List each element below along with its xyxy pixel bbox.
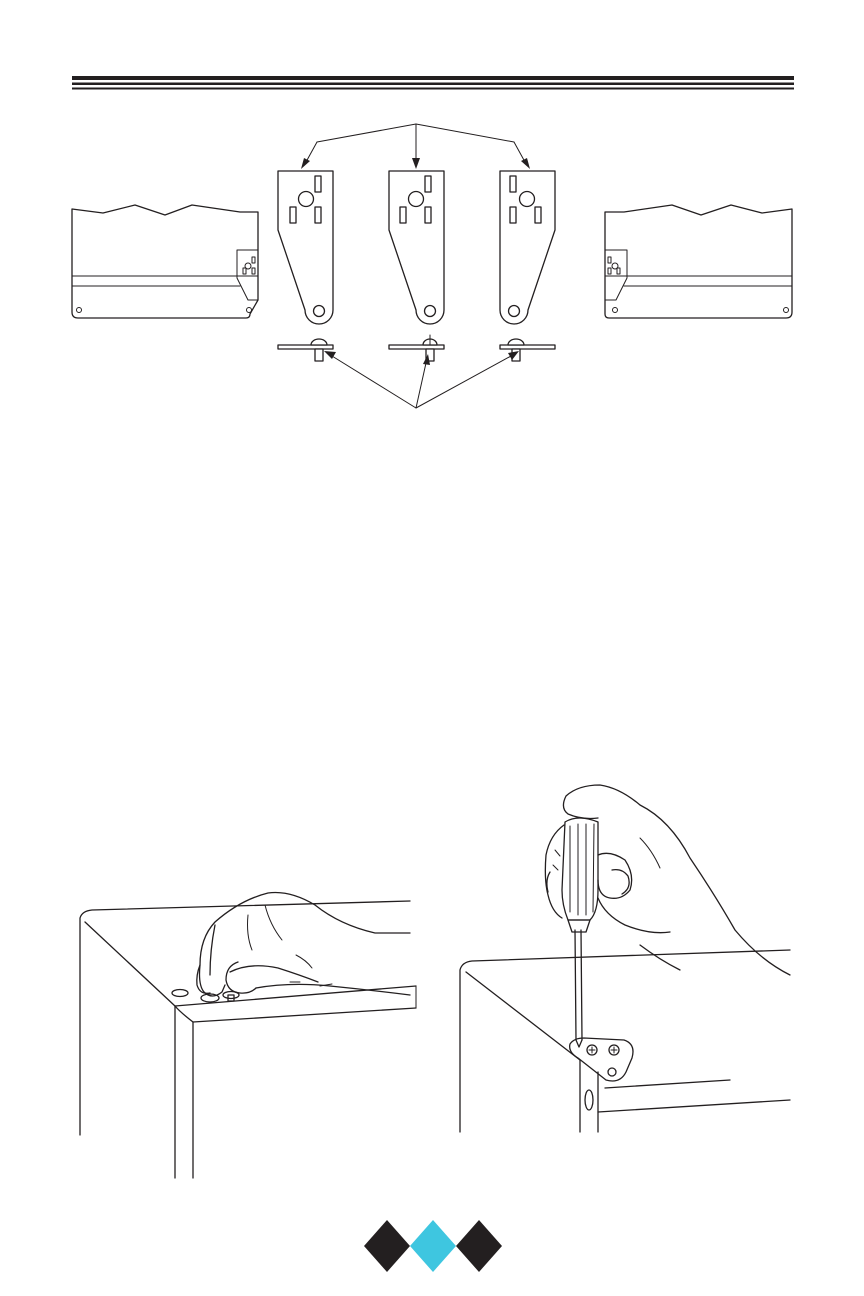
header-rule — [72, 76, 794, 92]
footer-logo — [364, 1220, 502, 1272]
hinge-diagram — [0, 100, 864, 430]
hinge-plate-mounted — [570, 1038, 633, 1081]
illustration-screwdriver-hinge — [450, 780, 800, 1140]
screwdriver — [562, 818, 598, 1047]
right-door-panel — [605, 205, 792, 318]
cabinet-body — [80, 901, 416, 1178]
diamond-cyan-icon — [410, 1220, 456, 1272]
left-door-panel — [72, 205, 258, 318]
diamond-black-icon — [456, 1220, 502, 1272]
hand-right — [545, 785, 790, 975]
diamond-black-icon — [364, 1220, 410, 1272]
hand-left — [197, 893, 410, 997]
hinge-plate-center — [389, 171, 444, 324]
illustration-cabinet-pin-caps — [60, 880, 430, 1180]
callout-top-arrows — [301, 124, 530, 169]
hinge-plate-right — [500, 171, 555, 324]
callout-bottom-arrows — [324, 351, 519, 408]
hinge-plate-left — [278, 171, 333, 324]
pin-caps — [172, 990, 239, 1003]
